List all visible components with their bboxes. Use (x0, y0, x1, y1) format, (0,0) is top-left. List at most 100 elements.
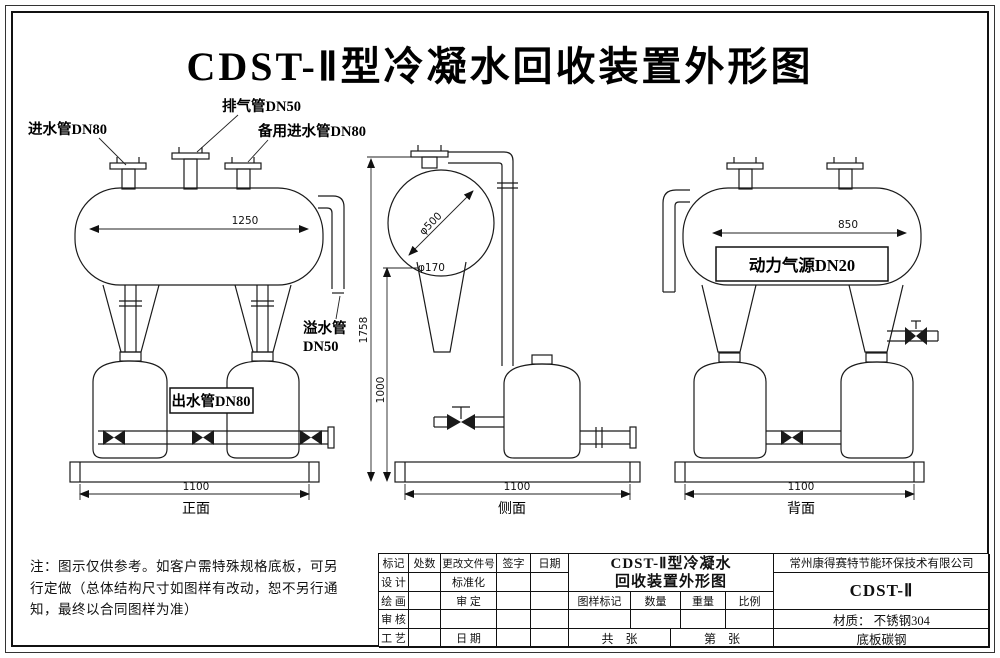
tb-cell-empty (681, 610, 726, 629)
engineering-drawing: 1250 (28, 97, 939, 517)
inlet-pipe-label: 进水管DN80 (28, 120, 107, 138)
tb-mid-standardize: 标准化 (441, 573, 497, 592)
front-right-cone (234, 284, 292, 353)
tb-cell-empty (569, 610, 631, 629)
tb-spec-weight: 重量 (681, 592, 726, 610)
tb-header-mark: 标记 (379, 554, 409, 573)
back-tank (682, 187, 922, 286)
tb-cell-empty (497, 573, 531, 592)
front-left-cone (102, 284, 160, 353)
side-pump-vessel (503, 363, 581, 459)
flange-bowtie (781, 430, 792, 445)
backup-inlet-flange (224, 162, 262, 170)
tb-cell-empty (631, 610, 681, 629)
back-left-pipe (662, 189, 690, 292)
outlet-label-box (169, 387, 254, 414)
back-nozzle-right (838, 168, 853, 190)
backup-inlet-nozzle (236, 168, 251, 190)
tb-model: CDST-Ⅱ (774, 573, 990, 610)
exhaust-pipe-label: 排气管DN50 (222, 97, 301, 115)
side-base (394, 461, 641, 483)
front-tank (74, 187, 324, 286)
side-view-label: 侧面 (498, 501, 526, 517)
back-base-width-dim: 1100 (788, 481, 815, 493)
tb-cell-empty (531, 610, 569, 629)
side-view: 1758 1000 φ500 φ170 (358, 145, 641, 517)
side-base-width-dim: 1100 (504, 481, 531, 493)
back-tank-width-dim: 850 (838, 219, 858, 231)
front-view: 1250 (28, 97, 366, 517)
note-line-3: 知，最终以合同图样为准） (30, 602, 198, 617)
front-right-pump-vessel (226, 360, 300, 459)
back-view: 850 动力气源DN20 (662, 157, 939, 517)
overflow-pipe-size: DN50 (303, 339, 338, 355)
overflow-pipe (318, 195, 345, 289)
tb-cell-empty (409, 610, 441, 629)
back-valve-bowtie (905, 327, 916, 345)
side-top-flange (410, 150, 449, 158)
tb-row-design: 设 计 (379, 573, 409, 592)
flange-bowtie (103, 430, 114, 445)
tb-cell-empty (497, 592, 531, 610)
tb-header-doc-no: 更改文件号 (441, 554, 497, 573)
back-right-pump-vessel (840, 361, 914, 459)
side-tank-circle (387, 169, 495, 277)
tb-cell-empty (497, 629, 531, 648)
air-source-label-box (715, 246, 889, 282)
tb-row-check: 审 核 (379, 610, 409, 629)
tb-material: 材质： 不锈钢304 (774, 610, 990, 629)
tb-header-count: 处数 (409, 554, 441, 573)
back-left-pump-vessel (693, 361, 767, 459)
tb-drawing-title-line2: 回收装置外形图 (614, 573, 727, 590)
tb-cell-empty (531, 629, 569, 648)
tb-drawing-title: CDST-Ⅱ型冷凝水 回收装置外形图 (569, 554, 774, 592)
tb-cell-empty (409, 592, 441, 610)
tb-spec-qty: 数量 (631, 592, 681, 610)
tb-drawing-title-line1: CDST-Ⅱ型冷凝水 (610, 555, 732, 572)
tb-cell-empty (441, 610, 497, 629)
front-base (69, 461, 320, 483)
overflow-pipe-label: 溢水管 (303, 319, 347, 337)
exhaust-nozzle (183, 158, 198, 190)
tb-spec-scale: 比例 (726, 592, 774, 610)
tb-row-draw: 绘 画 (379, 592, 409, 610)
reference-note: 注：图示仅供参考。如客户需特殊规格底板，可另 行定做（总体结构尺寸如图样有改动，… (30, 556, 370, 621)
tb-spec-mark: 图样标记 (569, 592, 631, 610)
title-block: 标记 处数 更改文件号 签字 日期 设 计 标准化 绘 画 审 定 审 核 工 … (378, 553, 990, 648)
tb-cell-empty (726, 610, 774, 629)
air-source-label: 动力气源DN20 (749, 255, 855, 275)
back-nozzle-left (738, 168, 753, 190)
tb-sheet-total: 共 张 (569, 629, 671, 648)
tb-header-date: 日期 (531, 554, 569, 573)
tb-cell-empty (531, 573, 569, 592)
page-title: CDST-Ⅱ型冷凝水回收装置外形图 (186, 44, 814, 89)
inlet-flange (109, 162, 147, 170)
side-cone (416, 261, 467, 353)
exhaust-flange (171, 152, 210, 160)
tb-base-material: 底板碳钢 (774, 629, 990, 648)
tb-header-sign: 签字 (497, 554, 531, 573)
back-view-label: 背面 (787, 501, 815, 517)
back-right-cone (848, 284, 904, 353)
side-riser-pipe (448, 151, 514, 366)
flange-bowtie (300, 430, 311, 445)
tb-mid-approve: 审 定 (441, 592, 497, 610)
tb-cell-empty (409, 573, 441, 592)
outlet-pipe-label: 出水管DN80 (172, 392, 251, 410)
note-line-2: 行定做（总体结构尺寸如图样有改动，恕不另行通 (30, 580, 338, 596)
side-total-height-dim: 1758 (358, 317, 370, 344)
tb-cell-empty (497, 610, 531, 629)
back-left-cone (701, 284, 757, 353)
side-neck-diameter-dim: φ170 (418, 262, 445, 274)
back-base (674, 461, 925, 483)
tb-row-process: 工 艺 (379, 629, 409, 648)
inlet-nozzle (121, 168, 136, 190)
tb-mid-date: 日 期 (441, 629, 497, 648)
valve-bowtie (447, 414, 461, 430)
front-view-label: 正面 (182, 502, 210, 517)
tb-cell-empty (409, 629, 441, 648)
backup-inlet-pipe-label: 备用进水管DN80 (257, 122, 366, 140)
tb-sheet-number: 第 张 (671, 629, 774, 648)
flange-bowtie (192, 430, 203, 445)
